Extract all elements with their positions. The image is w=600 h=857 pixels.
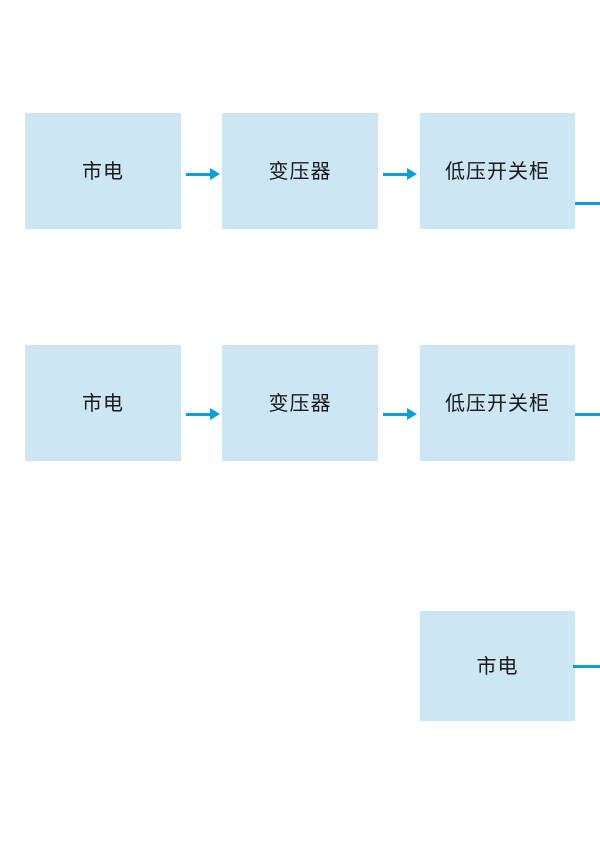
- process-node[interactable]: 低压开关柜: [420, 113, 575, 229]
- arrow-shaft: [186, 172, 211, 176]
- process-node-label: 变压器: [268, 391, 332, 415]
- process-node-label: 市电: [82, 159, 124, 183]
- arrow-head: [210, 408, 220, 420]
- connector-line: [573, 665, 600, 668]
- process-node[interactable]: 变压器: [222, 345, 378, 461]
- arrow-shaft: [186, 412, 211, 416]
- process-node[interactable]: 市电: [420, 611, 575, 721]
- connector-line: [575, 413, 600, 416]
- process-node[interactable]: 市电: [25, 113, 181, 229]
- arrow-head: [210, 168, 220, 180]
- process-node-label: 低压开关柜: [445, 391, 550, 415]
- arrow-shaft: [383, 172, 408, 176]
- arrow-head: [407, 168, 417, 180]
- arrow-shaft: [383, 412, 408, 416]
- process-node[interactable]: 变压器: [222, 113, 378, 229]
- process-node[interactable]: 低压开关柜: [420, 345, 575, 461]
- arrow-head: [407, 408, 417, 420]
- process-node[interactable]: 市电: [25, 345, 181, 461]
- connector-line: [575, 202, 600, 205]
- process-node-label: 变压器: [268, 159, 332, 183]
- process-node-label: 低压开关柜: [445, 159, 550, 183]
- process-node-label: 市电: [476, 654, 519, 678]
- process-node-label: 市电: [82, 391, 124, 415]
